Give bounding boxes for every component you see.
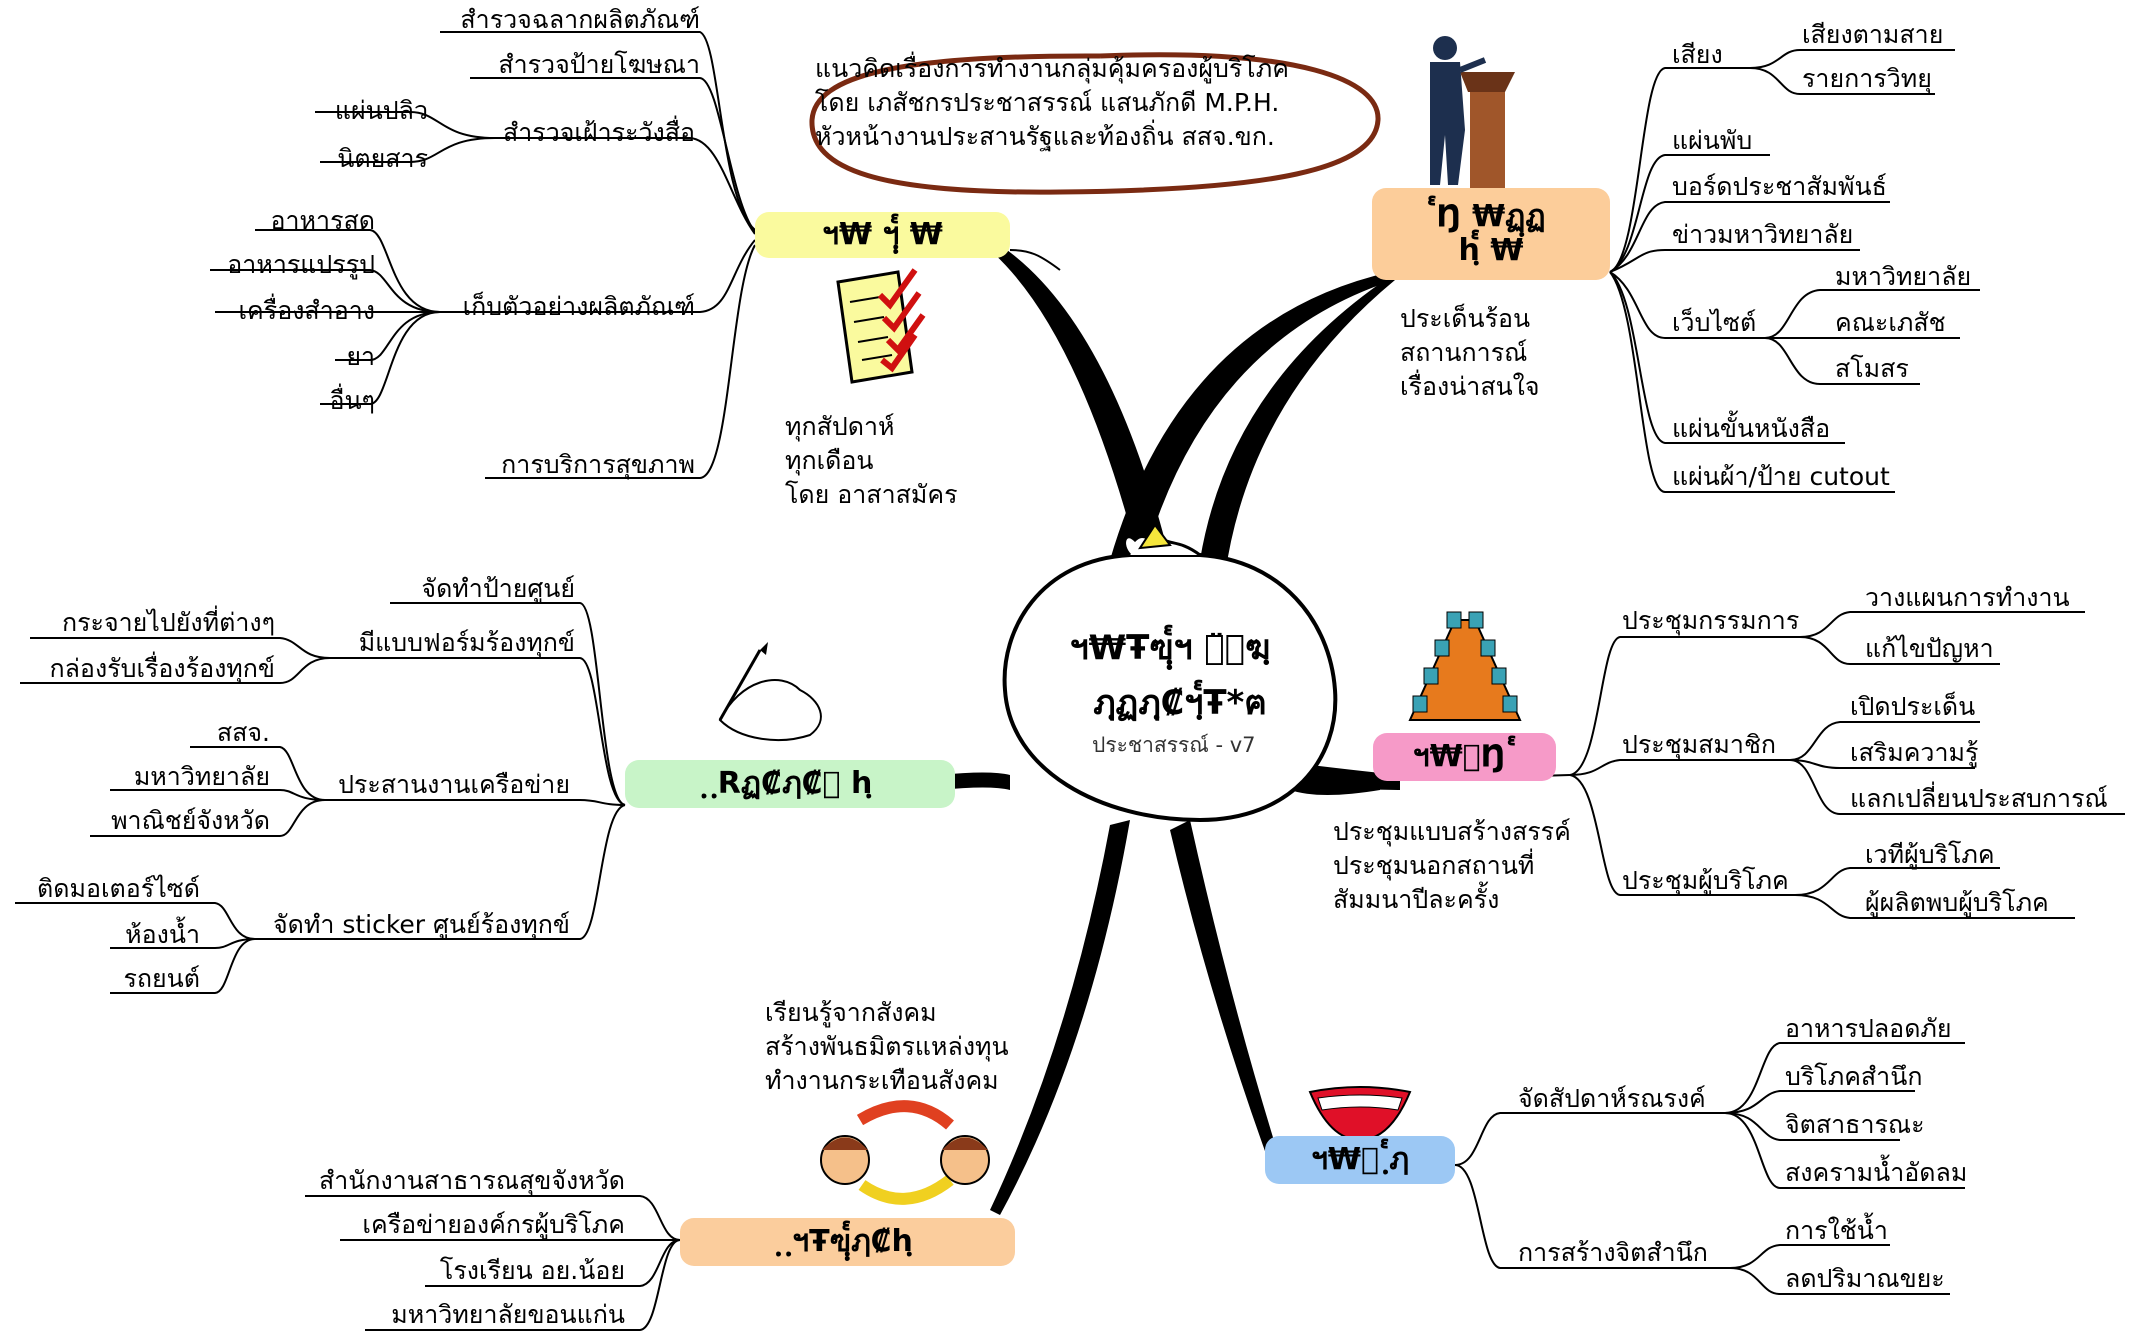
branch-label[interactable]: คณะเภสัช: [1835, 308, 1946, 337]
smile-mouth-icon: [1308, 1086, 1412, 1142]
branch-label[interactable]: จัดทำป้ายศูนย์: [421, 574, 575, 603]
branch-label[interactable]: อาหารแปรรูป: [227, 250, 375, 279]
central-topic-line1[interactable]: ฯ₩Ŧฃฺฺ๎ฯ ๎̈๎ฆฺ: [1069, 628, 1271, 668]
branch-label[interactable]: การบริการสุขภาพ: [501, 450, 695, 479]
complaint-branch-lines: [15, 602, 626, 994]
branch-label[interactable]: ลดปริมาณขยะ: [1785, 1264, 1945, 1293]
node-network[interactable]: ฺ ฺฯŦฃฺฺ๎ฦ₡hฺ: [680, 1218, 1015, 1266]
central-topic-line2[interactable]: ฦฺฏฦฺ₡ฯฺ๎Ŧ*ฅ: [1092, 683, 1268, 723]
branch-label[interactable]: พาณิชย์จังหวัด: [111, 806, 270, 835]
branch-label[interactable]: แผ่นผ้า/ป้าย cutout: [1672, 462, 1890, 491]
branch-label[interactable]: มหาวิทยาลัยขอนแก่น: [391, 1300, 625, 1329]
branch-label[interactable]: มหาวิทยาลัย: [1835, 262, 1972, 291]
branch-label[interactable]: บอร์ดประชาสัมพันธ์: [1672, 172, 1887, 201]
branch-label[interactable]: จัดทำ sticker ศูนย์ร้องทุกข์: [272, 910, 570, 939]
node-campaign[interactable]: ฯ₩ฺ ฺ๎ฦ: [1265, 1136, 1455, 1184]
branch-label[interactable]: เก็บตัวอย่างผลิตภัณฑ์: [462, 292, 695, 321]
branch-label[interactable]: แลกเปลี่ยนประสบการณ์: [1850, 784, 2108, 813]
callout-line: หัวหน้างานประสานรัฐและท้องถิ่น สสจ.ขก.: [815, 122, 1275, 151]
branch-label[interactable]: อาหารสด: [270, 206, 376, 235]
branch-label[interactable]: กล่องรับเรื่องร้องทุกข์: [49, 654, 275, 683]
meeting-table-icon: [1408, 611, 1522, 721]
node-survey[interactable]: ฯ₩ ฯ๎ฺฺ ₩: [755, 212, 1010, 258]
media-branch-lines: [1609, 49, 1980, 493]
speaker-podium-icon: [1430, 36, 1515, 190]
node-meeting[interactable]: ฯ₩๎Ŋ ๎: [1373, 733, 1556, 781]
branch-label[interactable]: แผ่นปลิว: [334, 96, 428, 125]
branch-label[interactable]: สงครามน้ำอัดลม: [1785, 1158, 1968, 1187]
branch-label[interactable]: อาหารปลอดภัย: [1785, 1014, 1952, 1043]
branch-label[interactable]: นิตยสาร: [337, 144, 428, 173]
checklist-icon: [836, 268, 926, 384]
campaign-branch-lines: [1454, 1042, 1965, 1295]
branch-label[interactable]: รายการวิทยุ: [1802, 64, 1932, 93]
branch-label[interactable]: ห้องน้ำ: [125, 920, 200, 949]
callout-text: แนวคิดเรื่องการทำงานกลุ่มคุ้มครองผู้บริโ…: [815, 52, 1385, 154]
branch-label[interactable]: ยา: [346, 342, 375, 371]
branch-label[interactable]: สสจ.: [216, 718, 270, 747]
callout-ellipse: [809, 52, 1381, 195]
branch-label[interactable]: สำรวจฉลากผลิตภัณฑ์: [460, 5, 700, 34]
meeting-note: ประชุมแบบสร้างสรรค์ ประชุมนอกสถานที่ สัม…: [1333, 817, 1571, 914]
branch-label[interactable]: การใช้น้ำ: [1785, 1216, 1888, 1245]
branch-label[interactable]: สโมสร: [1835, 354, 1909, 383]
branch-label[interactable]: ประสานงานเครือข่าย: [338, 770, 570, 799]
callout-line: โดย เภสัชกรประชาสรรณ์ แสนภักดี M.P.H.: [815, 88, 1280, 117]
network-note: เรียนรู้จากสังคม สร้างพันธมิตรแหล่งทุน ท…: [765, 998, 1009, 1095]
node-complaint[interactable]: ฺ ฺRฏ₡ฦ₡ฺ hฺ: [625, 760, 955, 808]
branch-label[interactable]: กระจายไปยังที่ต่างๆ: [61, 608, 275, 637]
branch-label[interactable]: จิตสาธารณะ: [1785, 1110, 1925, 1139]
branch-label[interactable]: เสียง: [1672, 40, 1723, 69]
branch-label[interactable]: ผู้ผลิตพบผู้บริโภค: [1865, 888, 2049, 917]
branch-label[interactable]: แก้ไขปัญหา: [1865, 634, 1994, 663]
branch-label[interactable]: เสริมความรู้: [1850, 738, 1979, 767]
branch-label[interactable]: การสร้างจิตสำนึก: [1518, 1238, 1708, 1267]
branch-label[interactable]: เครือข่ายองค์กรผู้บริโภค: [362, 1210, 625, 1239]
branch-label[interactable]: รถยนต์: [123, 964, 200, 993]
callout-line: แนวคิดเรื่องการทำงานกลุ่มคุ้มครองผู้บริโ…: [815, 54, 1289, 83]
branch-label[interactable]: บริโภคสำนึก: [1785, 1062, 1923, 1091]
branch-label[interactable]: ประชุมสมาชิก: [1622, 730, 1777, 759]
branch-label[interactable]: วางแผนการทำงาน: [1865, 583, 2070, 612]
branch-label[interactable]: สำรวจเฝ้าระวังสื่อ: [502, 118, 695, 147]
network-branch-lines: [305, 1195, 681, 1331]
branch-label[interactable]: สำนักงานสาธารณสุขจังหวัด: [318, 1166, 625, 1195]
branch-label[interactable]: อื่นๆ: [329, 386, 375, 415]
central-topic-subtitle: ประชาสรรณ์ - v7: [1092, 733, 1256, 757]
branch-label[interactable]: มีแบบฟอร์มร้องทุกข์: [358, 628, 575, 657]
meeting-branch-lines: [1404, 611, 2125, 919]
node-media[interactable]: ๎Ŋ ₩ฏฺฏ hฺ๎ ₩: [1372, 188, 1610, 280]
branch-label[interactable]: มหาวิทยาลัย: [133, 762, 270, 791]
branch-label[interactable]: ข่าวมหาวิทยาลัย: [1672, 220, 1854, 249]
branch-label[interactable]: เสียงตามสาย: [1802, 20, 1944, 49]
branch-label[interactable]: ประชุมผู้บริโภค: [1622, 866, 1789, 895]
survey-note: ทุกสัปดาห์ ทุกเดือน โดย อาสาสมัคร: [785, 412, 958, 509]
media-note: ประเด็นร้อน สถานการณ์ เรื่องน่าสนใจ: [1400, 304, 1540, 401]
branch-label[interactable]: ติดมอเตอร์ไซด์: [37, 874, 200, 903]
branch-label[interactable]: เวทีผู้บริโภค: [1865, 840, 1995, 869]
branch-label[interactable]: เปิดประเด็น: [1850, 692, 1976, 721]
writing-hand-icon: [718, 642, 822, 741]
branch-label[interactable]: แผ่นขั้นหนังสือ: [1672, 414, 1831, 443]
branch-label[interactable]: แผ่นพับ: [1672, 126, 1753, 155]
branch-label[interactable]: เว็บไซต์: [1672, 308, 1757, 337]
branch-label[interactable]: เครื่องสำอาง: [238, 296, 375, 325]
survey-branch-lines: [210, 31, 1061, 479]
sack-icon: [1002, 523, 1338, 823]
branch-label[interactable]: ประชุมกรรมการ: [1622, 606, 1800, 635]
branch-label[interactable]: จัดสัปดาห์รณรงค์: [1518, 1084, 1706, 1113]
branch-label[interactable]: โรงเรียน อย.น้อย: [439, 1256, 625, 1285]
exchange-people-icon: [820, 1100, 990, 1205]
branch-label[interactable]: สำรวจป้ายโฆษณา: [498, 50, 700, 79]
